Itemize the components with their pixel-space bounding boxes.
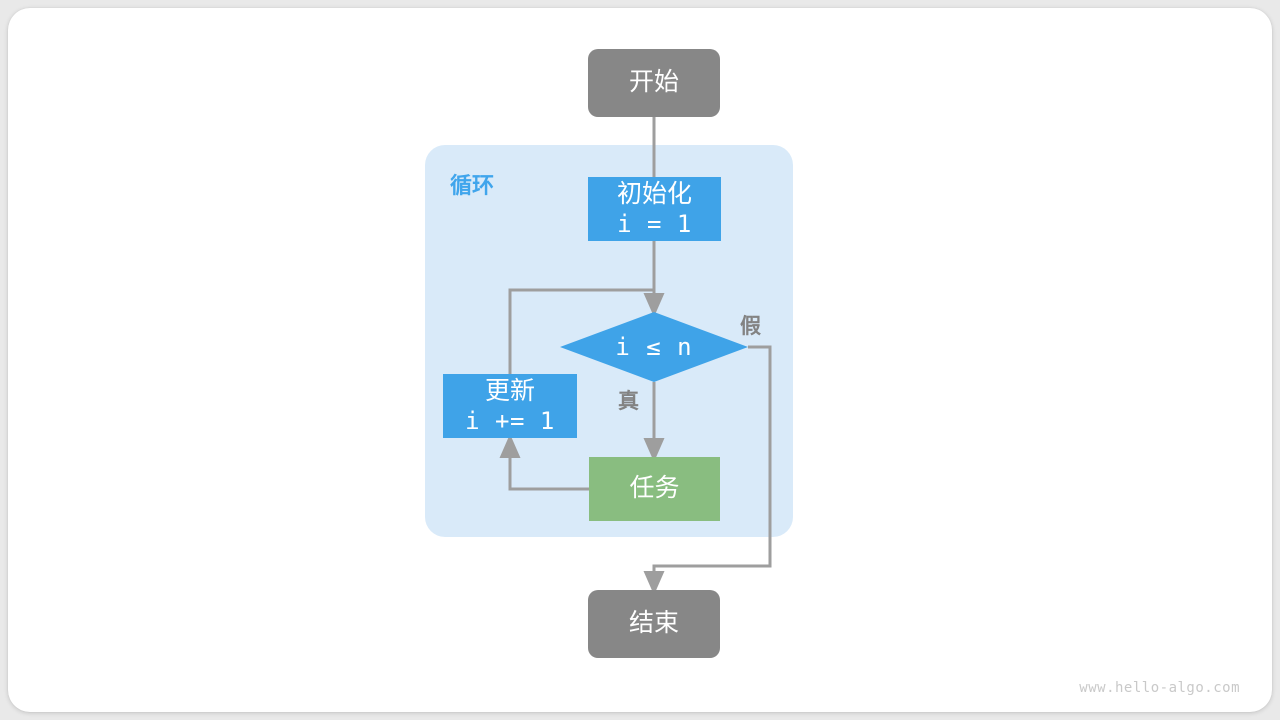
node-task-label: 任务 [629, 474, 680, 503]
edge-task-to-update [499, 434, 589, 491]
node-end[interactable]: 结束 [588, 590, 720, 658]
node-initialize-expression: i = 1 [617, 209, 692, 238]
node-update[interactable]: 更新 i += 1 [443, 374, 577, 438]
edge-label-true: 真 [618, 390, 639, 413]
node-end-label: 结束 [628, 609, 679, 638]
node-update-label: 更新 [484, 377, 535, 406]
node-update-expression: i += 1 [465, 406, 555, 435]
watermark-url: www.hello-algo.com [1079, 680, 1240, 696]
node-task[interactable]: 任务 [589, 457, 720, 521]
node-decision-label: i ≤ n [615, 332, 693, 361]
edge-label-false: 假 [740, 315, 761, 338]
node-initialize[interactable]: 初始化 i = 1 [588, 177, 721, 241]
loop-region-label: 循环 [450, 173, 495, 198]
node-initialize-label: 初始化 [616, 180, 692, 209]
node-start-label: 开始 [628, 68, 679, 97]
edge-update-to-decision [508, 288, 656, 374]
node-decision-condition[interactable]: i ≤ n [560, 312, 748, 382]
node-start[interactable]: 开始 [588, 49, 720, 117]
edge-decision-to-end [643, 345, 772, 595]
